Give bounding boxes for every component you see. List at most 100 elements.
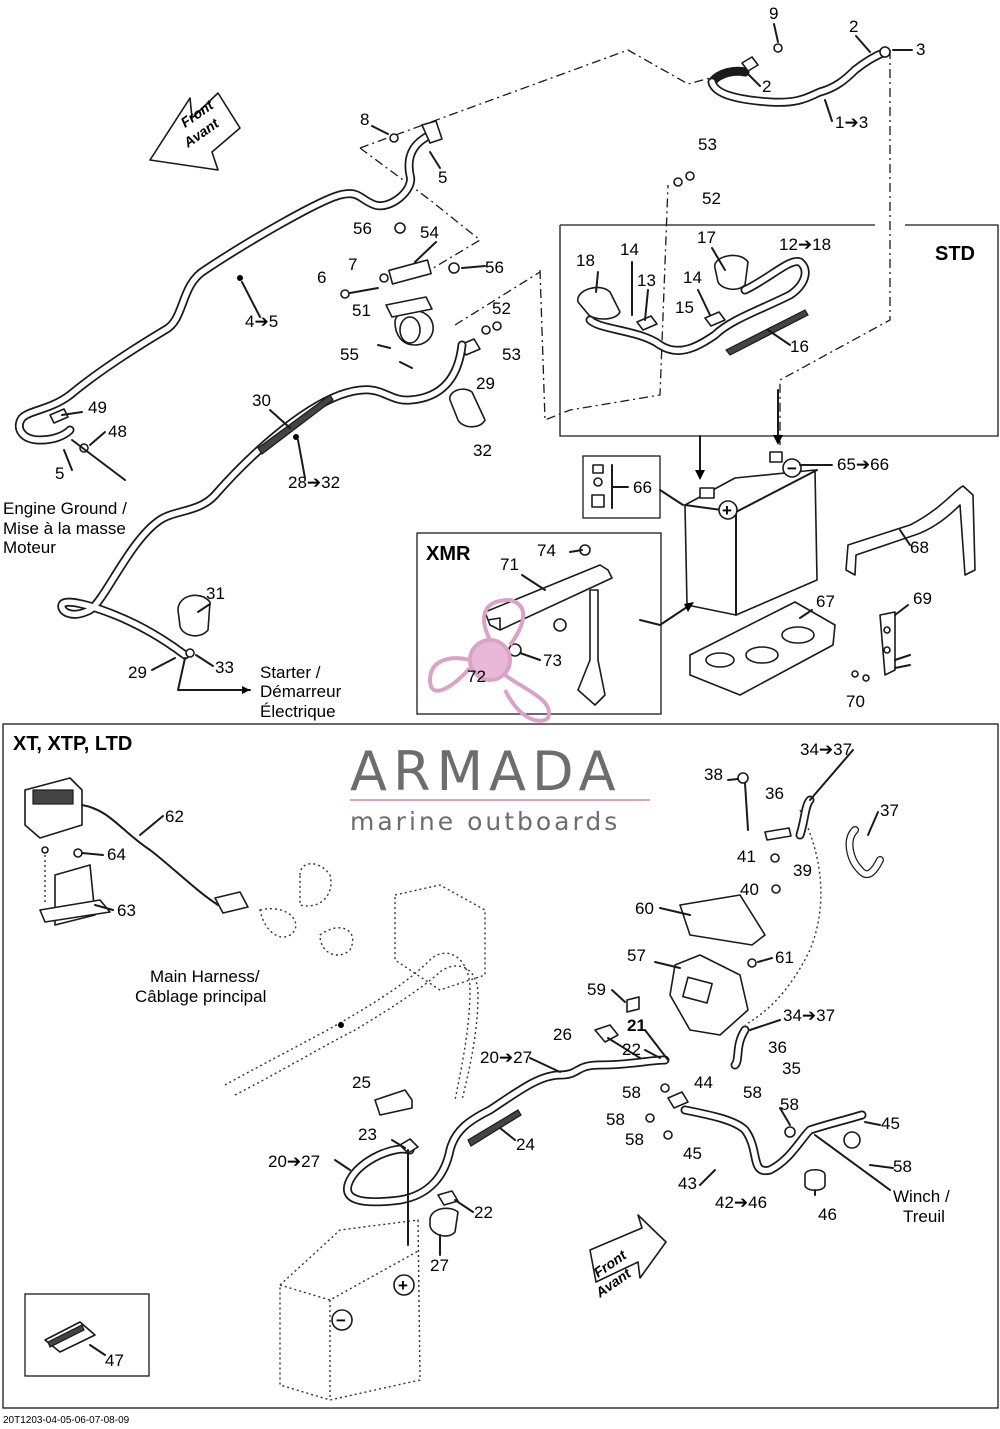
label-26: 26 bbox=[553, 1025, 572, 1044]
label-12-18: 12➔18 bbox=[779, 235, 831, 254]
label-14: 14 bbox=[683, 268, 702, 287]
label-30: 30 bbox=[252, 391, 271, 410]
part-47-box bbox=[24, 1293, 150, 1377]
xmr-panel: XMR bbox=[416, 532, 662, 715]
winch-label-en: Winch / bbox=[893, 1187, 950, 1206]
svg-text:+: + bbox=[398, 1276, 408, 1295]
callouts: Engine Ground / Mise à la masse Moteur S… bbox=[3, 499, 950, 1226]
label-17: 17 bbox=[697, 228, 716, 247]
label-5: 5 bbox=[438, 168, 447, 187]
label-66: 66 bbox=[633, 478, 652, 497]
label-58: 58 bbox=[606, 1110, 625, 1129]
label-52: 52 bbox=[702, 189, 721, 208]
label-74: 74 bbox=[537, 541, 556, 560]
front-arrow-bottom: Front Avant bbox=[589, 1214, 667, 1301]
label-2: 2 bbox=[762, 77, 771, 96]
label-69: 69 bbox=[913, 589, 932, 608]
label-65-66: 65➔66 bbox=[837, 455, 889, 474]
label-32: 32 bbox=[473, 441, 492, 460]
bracket-69 bbox=[851, 611, 911, 682]
label-4-5: 4➔5 bbox=[245, 312, 278, 331]
label-6: 6 bbox=[317, 268, 326, 287]
label-34-37: 34➔37 bbox=[783, 1006, 835, 1025]
label-9: 9 bbox=[769, 4, 778, 23]
label-16: 16 bbox=[790, 337, 809, 356]
label-36: 36 bbox=[768, 1038, 787, 1057]
xt-panel: XT, XTP, LTD bbox=[2, 723, 999, 1409]
leader-lines bbox=[61, 23, 913, 1256]
label-35: 35 bbox=[782, 1059, 801, 1078]
label-41: 41 bbox=[737, 847, 756, 866]
label-22: 22 bbox=[474, 1203, 493, 1222]
label-1-3: 1➔3 bbox=[835, 113, 868, 132]
winch-contactor bbox=[594, 772, 884, 1192]
label-54: 54 bbox=[420, 223, 439, 242]
label-60: 60 bbox=[635, 899, 654, 918]
starter-label-fr: Démarreur bbox=[260, 682, 342, 701]
label-56: 56 bbox=[485, 258, 504, 277]
engine-ground-label-fr: Mise à la masse bbox=[3, 519, 126, 538]
label-52: 52 bbox=[492, 299, 511, 318]
label-58: 58 bbox=[780, 1095, 799, 1114]
label-61: 61 bbox=[775, 948, 794, 967]
label-38: 38 bbox=[704, 765, 723, 784]
label-40: 40 bbox=[740, 880, 759, 899]
std-panel: STD bbox=[559, 171, 999, 437]
label-53: 53 bbox=[698, 135, 717, 154]
label-24: 24 bbox=[516, 1135, 535, 1154]
label-59: 59 bbox=[587, 980, 606, 999]
label-53: 53 bbox=[502, 345, 521, 364]
starter-connector bbox=[177, 594, 251, 694]
cable-4-5 bbox=[14, 120, 443, 445]
label-58: 58 bbox=[743, 1083, 762, 1102]
watermark-tagline: marine outboards bbox=[350, 807, 620, 836]
label-63: 63 bbox=[117, 901, 136, 920]
label-21: 21 bbox=[627, 1016, 646, 1035]
label-58: 58 bbox=[893, 1157, 912, 1176]
engine-ground-connector bbox=[49, 408, 126, 481]
label-42-46: 42➔46 bbox=[715, 1193, 767, 1212]
battery-tray bbox=[659, 601, 836, 696]
label-43: 43 bbox=[678, 1174, 697, 1193]
std-panel-title: STD bbox=[935, 243, 975, 265]
part-labels: 9 2 3 2 1➔3 8 5 53 52 56 54 7 56 6 51 52… bbox=[55, 4, 932, 1370]
label-25: 25 bbox=[352, 1073, 371, 1092]
svg-text:+: + bbox=[722, 501, 732, 520]
cable-1-3 bbox=[707, 43, 891, 107]
engine-ground-label-en: Engine Ground / bbox=[3, 499, 127, 518]
label-45: 45 bbox=[881, 1114, 900, 1133]
cable-28-32 bbox=[57, 340, 486, 660]
label-46: 46 bbox=[818, 1205, 837, 1224]
label-18: 18 bbox=[576, 251, 595, 270]
label-7: 7 bbox=[348, 255, 357, 274]
propeller-logo bbox=[427, 597, 551, 723]
label-72: 72 bbox=[467, 667, 486, 686]
svg-text:−: − bbox=[787, 459, 797, 478]
label-64: 64 bbox=[107, 845, 126, 864]
label-20-27: 20➔27 bbox=[268, 1152, 320, 1171]
xmr-panel-title: XMR bbox=[426, 543, 471, 565]
svg-text:−: − bbox=[336, 1311, 346, 1330]
label-22: 22 bbox=[622, 1040, 641, 1059]
label-58: 58 bbox=[622, 1083, 641, 1102]
front-arrow-top: Front Avant bbox=[149, 92, 241, 171]
label-28-32: 28➔32 bbox=[288, 473, 340, 492]
label-5: 5 bbox=[55, 464, 64, 483]
label-15: 15 bbox=[675, 298, 694, 317]
battery-arrows bbox=[695, 389, 783, 480]
engine-ground-label-fr2: Moteur bbox=[3, 538, 56, 557]
xt-panel-title: XT, XTP, LTD bbox=[13, 733, 132, 755]
label-31: 31 bbox=[206, 584, 225, 603]
label-57: 57 bbox=[627, 946, 646, 965]
label-39: 39 bbox=[793, 861, 812, 880]
label-8: 8 bbox=[360, 110, 369, 129]
label-27: 27 bbox=[430, 1256, 449, 1275]
label-13: 13 bbox=[637, 271, 656, 290]
label-29: 29 bbox=[476, 374, 495, 393]
label-55: 55 bbox=[340, 345, 359, 364]
starter-label-en: Starter / bbox=[260, 663, 321, 682]
label-3: 3 bbox=[916, 40, 925, 59]
label-56: 56 bbox=[353, 219, 372, 238]
label-2: 2 bbox=[849, 17, 858, 36]
